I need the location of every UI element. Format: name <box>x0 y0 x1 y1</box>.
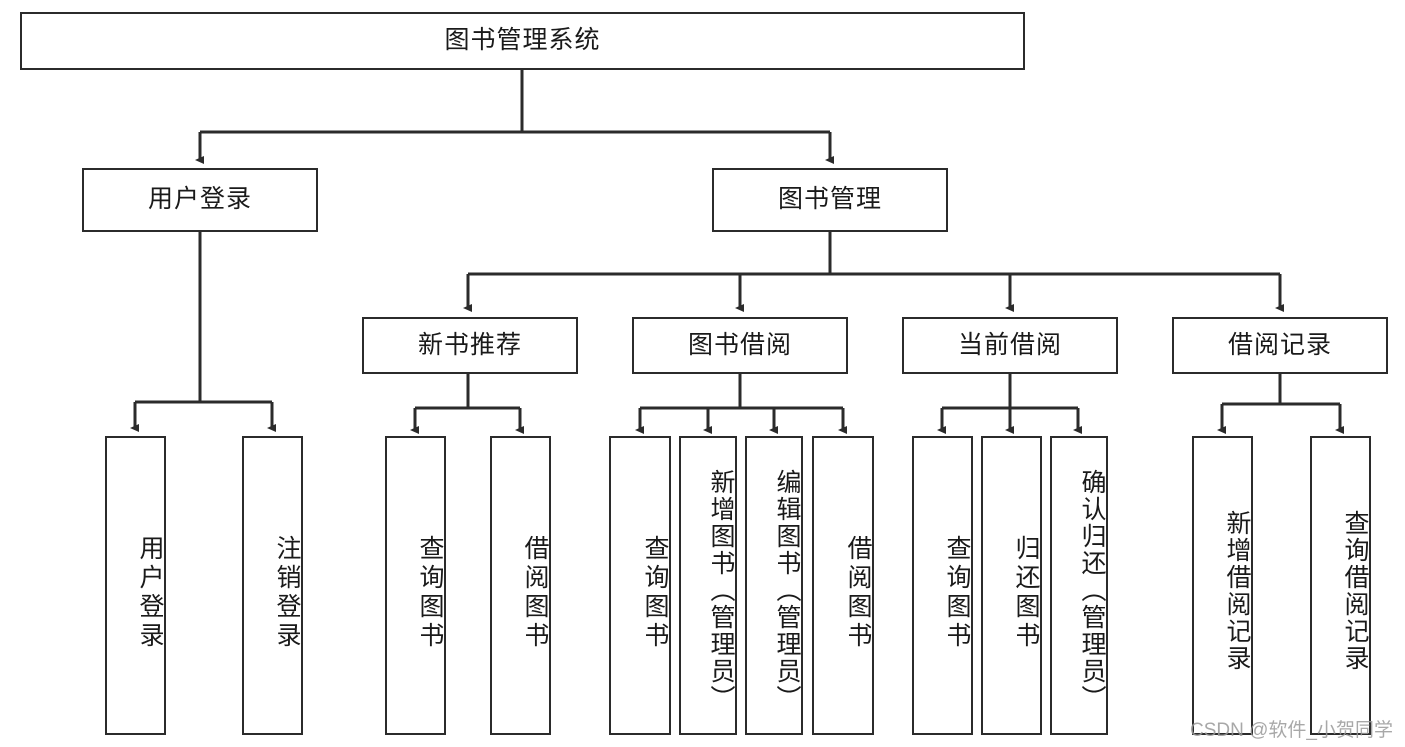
leaf-borrow-record-add[interactable]: 新增借阅记录 <box>1192 436 1253 735</box>
node-user-login[interactable]: 用户登录 <box>82 168 318 232</box>
leaf-current-borrow-query-label: 查询图书 <box>943 534 971 651</box>
leaf-user-login-logout-label: 注销登录 <box>273 534 301 651</box>
leaf-user-login-login[interactable]: 用户登录 <box>105 436 166 735</box>
leaf-book-borrow-borrow[interactable]: 借阅图书 <box>812 436 874 735</box>
node-root-label: 图书管理系统 <box>444 26 601 55</box>
leaf-current-borrow-return[interactable]: 归还图书 <box>981 436 1042 735</box>
csdn-watermark: CSDN @软件_小贺同学 <box>1190 720 1393 741</box>
leaf-new-book-query-label: 查询图书 <box>416 534 444 651</box>
node-user-login-label: 用户登录 <box>147 185 252 214</box>
leaf-new-book-query[interactable]: 查询图书 <box>385 436 446 735</box>
node-book-borrow[interactable]: 图书借阅 <box>632 317 848 374</box>
leaf-current-borrow-confirm[interactable]: 确认归还（管理员） <box>1050 436 1108 735</box>
leaf-user-login-logout[interactable]: 注销登录 <box>242 436 303 735</box>
leaf-book-borrow-query[interactable]: 查询图书 <box>609 436 671 735</box>
node-new-book-recommend-label: 新书推荐 <box>417 330 522 359</box>
leaf-book-borrow-edit-label: 编辑图书（管理员） <box>773 469 801 712</box>
node-book-borrow-label: 图书借阅 <box>687 330 792 359</box>
leaf-book-borrow-edit[interactable]: 编辑图书（管理员） <box>745 436 803 735</box>
leaf-current-borrow-query[interactable]: 查询图书 <box>912 436 973 735</box>
node-new-book-recommend[interactable]: 新书推荐 <box>362 317 578 374</box>
node-book-management-label: 图书管理 <box>777 185 882 214</box>
leaf-user-login-login-label: 用户登录 <box>136 534 164 651</box>
node-book-management[interactable]: 图书管理 <box>712 168 948 232</box>
leaf-book-borrow-borrow-label: 借阅图书 <box>844 534 872 651</box>
leaf-borrow-record-query-label: 查询借阅记录 <box>1341 509 1369 672</box>
leaf-book-borrow-add-label: 新增图书（管理员） <box>707 469 735 712</box>
node-root[interactable]: 图书管理系统 <box>20 12 1025 70</box>
node-borrow-record[interactable]: 借阅记录 <box>1172 317 1388 374</box>
node-current-borrow[interactable]: 当前借阅 <box>902 317 1118 374</box>
leaf-book-borrow-add[interactable]: 新增图书（管理员） <box>679 436 737 735</box>
node-borrow-record-label: 借阅记录 <box>1227 330 1332 359</box>
leaf-book-borrow-query-label: 查询图书 <box>641 534 669 651</box>
leaf-new-book-borrow-label: 借阅图书 <box>521 534 549 651</box>
node-current-borrow-label: 当前借阅 <box>957 330 1062 359</box>
leaf-current-borrow-return-label: 归还图书 <box>1012 534 1040 651</box>
leaf-new-book-borrow[interactable]: 借阅图书 <box>490 436 551 735</box>
leaf-borrow-record-add-label: 新增借阅记录 <box>1223 509 1251 672</box>
leaf-current-borrow-confirm-label: 确认归还（管理员） <box>1078 469 1106 712</box>
leaf-borrow-record-query[interactable]: 查询借阅记录 <box>1310 436 1371 735</box>
